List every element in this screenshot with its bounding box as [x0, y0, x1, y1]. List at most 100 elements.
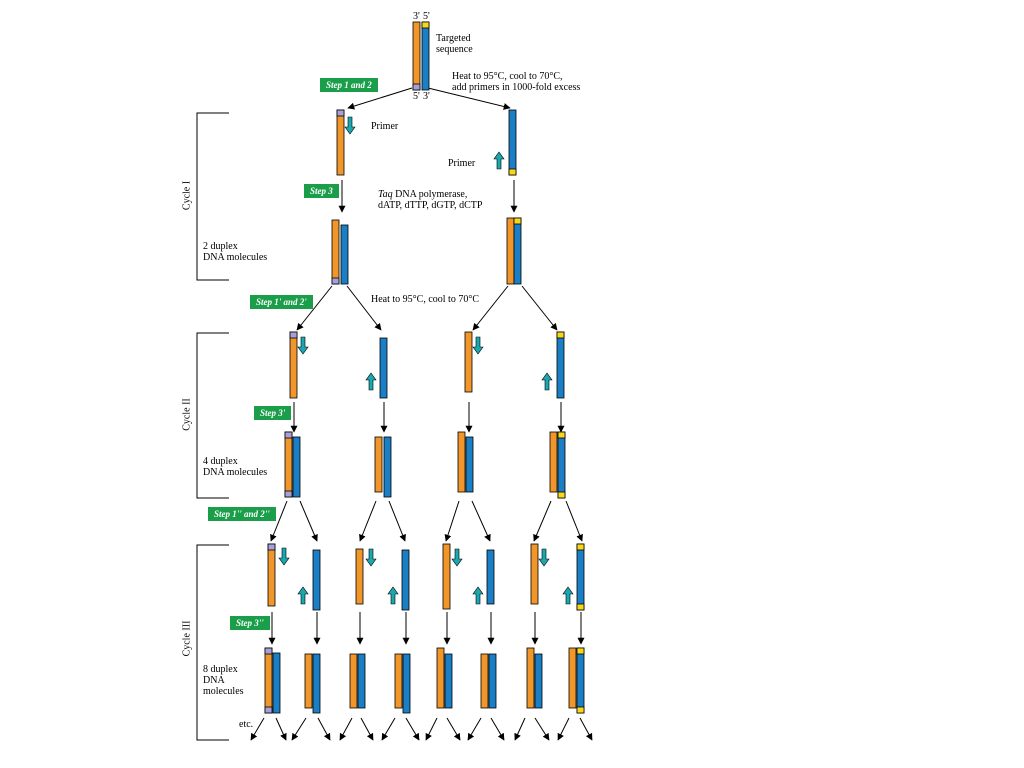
end-label-5prime-top: 5' — [423, 11, 430, 22]
primer-arrow — [451, 548, 463, 567]
yellow-end-cap — [576, 647, 585, 655]
process-arrow — [514, 717, 526, 741]
blue-strand — [508, 109, 517, 176]
orange-strand — [526, 647, 535, 709]
primer-arrow — [297, 586, 309, 605]
primer-arrow — [472, 336, 484, 355]
primer-arrow — [278, 547, 290, 566]
purple-end-cap — [264, 706, 273, 714]
blue-strand — [357, 653, 366, 709]
orange-strand — [374, 436, 383, 493]
blue-strand — [557, 431, 566, 499]
blue-strand — [421, 21, 430, 91]
orange-strand — [549, 431, 558, 493]
cycle-brackets — [196, 112, 229, 741]
primer-arrow — [472, 586, 484, 605]
cycle-2-label: Cycle II — [181, 398, 193, 431]
step-1pp-and-2pp-badge: Step 1'' and 2'' — [208, 507, 276, 521]
primer-arrow — [562, 586, 574, 605]
blue-strand — [556, 331, 565, 399]
blue-strand — [444, 653, 453, 709]
blue-strand — [292, 436, 301, 498]
process-arrow — [346, 285, 382, 331]
process-arrow — [270, 500, 288, 542]
process-arrow — [565, 500, 583, 542]
taq-polymerase-label: Taq DNA polymerase, dATP, dTTP, dGTP, dC… — [378, 189, 483, 211]
orange-strand — [568, 647, 577, 709]
purple-end-cap — [284, 431, 293, 439]
process-arrow — [405, 717, 420, 741]
primer-arrow — [387, 586, 399, 605]
primer-label-left: Primer — [371, 121, 399, 132]
blue-strand — [486, 549, 495, 605]
process-arrow — [444, 500, 460, 542]
purple-end-cap — [412, 83, 421, 91]
process-arrow — [471, 500, 491, 542]
yellow-end-cap — [557, 431, 566, 439]
process-arrow — [472, 285, 509, 331]
process-arrow — [579, 717, 593, 741]
etc-label: etc. — [239, 719, 254, 730]
orange-strand — [264, 647, 273, 714]
blue-strand — [340, 224, 349, 285]
orange-strand — [289, 331, 298, 399]
purple-end-cap — [284, 490, 293, 498]
yellow-end-cap — [576, 543, 585, 551]
yellow-end-cap — [556, 331, 565, 339]
process-arrow — [299, 500, 318, 542]
purple-end-cap — [267, 543, 276, 551]
primer-label-right: Primer — [448, 158, 476, 169]
process-arrow — [291, 717, 307, 741]
primer-arrow — [365, 548, 377, 567]
orange-strand — [457, 431, 466, 493]
process-arrow — [388, 500, 406, 542]
step-3-badge: Step 3 — [304, 184, 339, 198]
end-label-3prime-top: 3' — [413, 11, 420, 22]
orange-strand — [336, 109, 345, 176]
purple-end-cap — [264, 647, 273, 655]
process-arrow — [467, 717, 482, 741]
blue-strand — [383, 436, 392, 498]
orange-strand — [355, 548, 364, 605]
process-arrow — [360, 717, 374, 741]
orange-strand — [442, 543, 451, 610]
orange-strand — [506, 217, 515, 285]
process-arrow — [557, 717, 570, 741]
blue-strand — [576, 647, 585, 714]
blue-strand — [401, 549, 410, 611]
process-arrow — [381, 717, 396, 741]
process-arrow — [250, 717, 265, 741]
primer-arrow — [344, 116, 356, 135]
orange-strand — [464, 331, 473, 393]
process-arrow — [339, 717, 353, 741]
blue-strand — [576, 543, 585, 611]
primer-arrow — [538, 548, 550, 567]
process-arrow — [521, 285, 558, 331]
end-label-5prime-bottom: 5' — [413, 91, 420, 102]
process-arrow — [347, 87, 413, 110]
process-arrow — [446, 717, 461, 741]
orange-strand — [412, 21, 421, 91]
blue-strand — [465, 436, 474, 493]
process-arrow — [533, 500, 552, 542]
blue-strand — [513, 217, 522, 285]
step-1p-and-2p-badge: Step 1' and 2' — [250, 295, 313, 309]
yellow-end-cap — [576, 603, 585, 611]
step-3p-badge: Step 3' — [254, 406, 292, 420]
purple-end-cap — [331, 277, 340, 285]
yellow-end-cap — [513, 217, 522, 225]
primer-arrow — [297, 336, 309, 355]
blue-strand — [312, 653, 321, 714]
process-arrow — [534, 717, 550, 741]
process-arrow — [317, 717, 331, 741]
orange-strand — [349, 653, 358, 709]
yellow-end-cap — [576, 706, 585, 714]
orange-strand — [394, 653, 403, 709]
blue-strand — [379, 337, 388, 399]
primer-arrow — [365, 372, 377, 391]
orange-strand — [530, 543, 539, 605]
arrows — [250, 87, 593, 741]
